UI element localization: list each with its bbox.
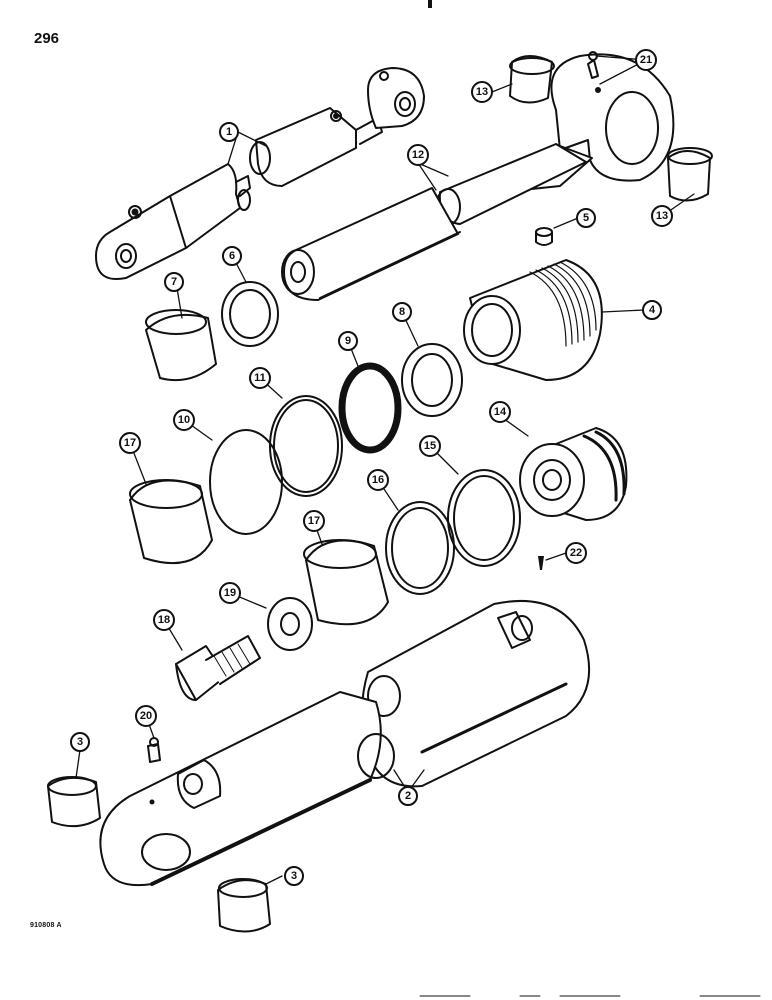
part-seal-6: [221, 281, 279, 347]
part-grease-fitting-20: [147, 737, 161, 763]
callout-9: 9: [338, 331, 358, 351]
part-washer-19: [267, 597, 313, 651]
callout-16: 16: [367, 469, 389, 491]
part-wear-ring-17-left: [129, 479, 213, 565]
callout-12: 12: [407, 144, 429, 166]
part-rod-assembly: [95, 67, 425, 280]
callout-1: 1: [219, 122, 239, 142]
svg-text:1: 1: [226, 126, 232, 138]
callout-3-upper: 3: [70, 732, 90, 752]
part-gland-4: [463, 259, 603, 381]
callout-17-left: 17: [119, 432, 141, 454]
callout-6: 6: [222, 246, 242, 266]
callout-20: 20: [135, 705, 157, 727]
callout-15: 15: [419, 435, 441, 457]
part-fitting-22: [538, 556, 544, 570]
svg-text:19: 19: [224, 587, 236, 599]
svg-text:4: 4: [649, 304, 656, 316]
page-number: 296: [34, 30, 60, 47]
svg-text:15: 15: [424, 440, 436, 452]
callout-21: 21: [635, 49, 657, 71]
svg-text:12: 12: [412, 149, 424, 161]
part-plug-5: [535, 227, 553, 246]
part-bolt-18: [175, 635, 261, 701]
svg-text:13: 13: [656, 210, 668, 222]
callout-3-lower: 3: [284, 866, 304, 886]
svg-text:20: 20: [140, 710, 152, 722]
callout-19: 19: [219, 582, 241, 604]
svg-text:16: 16: [372, 474, 384, 486]
callout-18: 18: [153, 609, 175, 631]
callout-10: 10: [173, 409, 195, 431]
svg-text:22: 22: [570, 547, 582, 559]
part-ring-15: [447, 469, 521, 567]
part-piston-14: [519, 427, 628, 521]
callout-17-right: 17: [303, 510, 325, 532]
callout-5: 5: [576, 208, 596, 228]
part-seal-8: [401, 343, 463, 417]
part-seal-9: [338, 362, 402, 454]
svg-text:13: 13: [476, 86, 488, 98]
svg-text:14: 14: [494, 406, 507, 418]
part-o-ring-10: [209, 429, 283, 535]
part-bushing-13-upper: [509, 55, 555, 104]
part-ring-16: [385, 501, 455, 595]
svg-text:3: 3: [77, 736, 83, 748]
callout-2: 2: [398, 786, 418, 806]
callout-8: 8: [392, 302, 412, 322]
svg-text:21: 21: [640, 54, 652, 66]
svg-text:17: 17: [308, 515, 320, 527]
part-cylinder-rod-12: [281, 51, 675, 301]
svg-text:11: 11: [254, 372, 266, 384]
part-bushing-3-lower: [217, 878, 271, 933]
part-wear-ring-7: [145, 309, 217, 382]
part-backup-ring-11: [269, 395, 343, 497]
callout-13-lower: 13: [651, 205, 673, 227]
callout-4: 4: [642, 300, 662, 320]
callout-11: 11: [249, 367, 271, 389]
callout-13-upper: 13: [471, 81, 493, 103]
svg-text:17: 17: [124, 437, 136, 449]
svg-text:8: 8: [399, 306, 405, 318]
figure-code: 910808 A: [30, 922, 62, 929]
svg-text:10: 10: [178, 414, 190, 426]
part-bushing-13-lower: [667, 147, 713, 202]
part-cylinder-barrel-2: [99, 600, 591, 886]
callout-14: 14: [489, 401, 511, 423]
part-bushing-3-upper: [47, 776, 101, 828]
callout-22: 22: [565, 542, 587, 564]
callout-7: 7: [164, 272, 184, 292]
svg-text:18: 18: [158, 614, 170, 626]
svg-text:6: 6: [229, 250, 235, 262]
svg-text:3: 3: [291, 870, 297, 882]
part-wear-ring-17-right: [303, 539, 389, 626]
svg-text:7: 7: [171, 276, 177, 288]
svg-text:2: 2: [405, 790, 411, 802]
svg-text:9: 9: [345, 335, 351, 347]
svg-text:5: 5: [583, 212, 589, 224]
